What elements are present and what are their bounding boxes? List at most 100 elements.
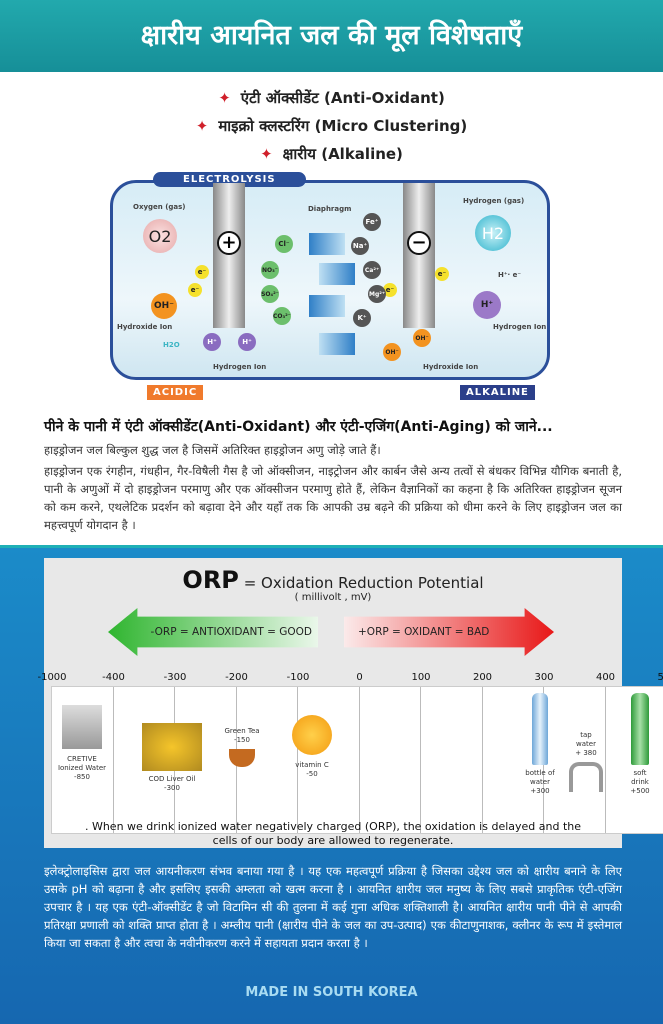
- item-vitamin-c: vitamin C-50: [284, 715, 340, 779]
- hydrogen-ion: H⁺: [473, 291, 501, 319]
- orp-abbr: ORP: [182, 566, 239, 594]
- feature-micro-clustering: ✦ माइक्रो क्लस्टरिंग (Micro Clustering): [0, 116, 663, 136]
- electron: e⁻: [435, 267, 449, 281]
- star-icon: ✦: [260, 145, 273, 163]
- h-e-label: H⁺· e⁻: [498, 271, 522, 279]
- orp-tick-label: 200: [472, 672, 493, 683]
- made-in-label: MADE IN SOUTH KOREA: [245, 985, 418, 1000]
- orp-tick-label: -100: [286, 672, 310, 683]
- orp-tick-label: 300: [534, 672, 554, 683]
- item-name: vitamin C: [295, 761, 329, 769]
- bad-arrow: +ORP = OXIDANT = BAD: [344, 608, 554, 656]
- electron: e⁻: [188, 283, 202, 297]
- cation: K⁺: [353, 309, 371, 327]
- cation: Na⁺: [351, 237, 369, 255]
- item-green-tea: Green Tea-150: [212, 727, 272, 771]
- item-sub: Ionized Water: [57, 764, 107, 772]
- ionizer-image: [62, 705, 102, 749]
- oil-image: [142, 723, 202, 771]
- item-sub: water: [530, 778, 550, 786]
- orp-unit: ( millivolt , mV): [294, 592, 372, 603]
- orp-tick-label: -1000: [37, 672, 67, 683]
- anion: Cl⁻: [275, 235, 293, 253]
- alkaline-label: ALKALINE: [460, 385, 535, 400]
- hydroxide-ion-label: Hydroxide Ion: [423, 363, 479, 371]
- item-value: -150: [234, 736, 250, 744]
- right-arrow-icon: [319, 263, 355, 285]
- item-name: Green Tea: [224, 727, 260, 735]
- item-value: -50: [306, 770, 318, 778]
- hydrogen-paragraph: हाइड्रोजन एक रंगहीन, गंधहीन, गैर-विषैली …: [44, 464, 622, 532]
- h2-molecule: H2: [475, 215, 511, 251]
- item-cod-liver-oil: COD Liver Oil-300: [132, 723, 212, 793]
- feature-label: माइक्रो क्लस्टरिंग (Micro Clustering): [218, 117, 468, 135]
- hydrogen-gas-label: Hydrogen (gas): [463, 197, 525, 205]
- anode: [213, 183, 245, 328]
- bad-label: +ORP = OXIDANT = BAD: [358, 626, 490, 638]
- hydroxide-ion-label: Hydroxide Ion: [117, 323, 173, 331]
- item-value: + 380: [575, 749, 597, 757]
- item-value: -850: [74, 773, 90, 781]
- hydrogen-ion: H⁺: [203, 333, 221, 351]
- orp-tick-label: -300: [163, 672, 187, 683]
- minus-icon: −: [407, 231, 431, 255]
- star-icon: ✦: [195, 117, 209, 135]
- orp-tick-label: 0: [356, 672, 363, 683]
- orp-panel: ORP = Oxidation Reduction Potential ( mi…: [37, 558, 663, 848]
- item-name: soft: [633, 769, 647, 777]
- item-value: -300: [164, 784, 180, 792]
- bottom-paragraph: इलेक्ट्रोलाइसिस द्वारा जल आयनीकरण संभव ब…: [44, 864, 622, 950]
- item-name: CRETIVE: [67, 755, 97, 763]
- orp-title: ORP = Oxidation Reduction Potential: [44, 566, 622, 594]
- orange-image: [292, 715, 332, 755]
- hydrogen-ion: H⁺: [238, 333, 256, 351]
- soft-drink-image: [631, 693, 649, 765]
- diagram-title: ELECTROLYSIS: [153, 172, 306, 187]
- item-value: +500: [630, 787, 650, 795]
- anion: CO₃²⁻: [273, 307, 291, 325]
- left-arrow-icon: [309, 233, 345, 255]
- hydroxide-ion: OH⁻: [413, 329, 431, 347]
- h2o-label: H2O: [163, 341, 180, 349]
- section-title: पीने के पानी में एंटी ऑक्सीडेंट(Anti-Oxi…: [44, 419, 553, 435]
- item-value: +300: [530, 787, 550, 795]
- item-sub: drink: [631, 778, 649, 786]
- cathode: [403, 183, 435, 328]
- cation: Ca²⁺: [363, 261, 381, 279]
- orp-tick-label: -400: [102, 672, 125, 683]
- orp-tick-label: 400: [595, 672, 616, 683]
- hydrogen-ion-label: Hydrogen Ion: [213, 363, 267, 371]
- acidic-label: ACIDIC: [147, 385, 204, 400]
- cation: Mg²⁺: [368, 285, 386, 303]
- electron: e⁻: [383, 283, 397, 297]
- orp-title-text: = Oxidation Reduction Potential: [243, 574, 484, 592]
- item-name: tap: [580, 731, 592, 739]
- intro-paragraph: हाइड्रोजन जल बिल्कुल शुद्ध जल है जिसमें …: [44, 443, 381, 457]
- feature-label: एंटी ऑक्सीडेंट (Anti-Oxidant): [240, 89, 445, 107]
- item-sub: water: [576, 740, 596, 748]
- hydroxide-ion: OH⁻: [383, 343, 401, 361]
- right-arrow-icon: [319, 333, 355, 355]
- hydrogen-ion-label: Hydrogen Ion: [493, 323, 547, 331]
- tap-image: [569, 762, 603, 792]
- feature-anti-oxidant: ✦ एंटी ऑक्सीडेंट (Anti-Oxidant): [0, 88, 663, 108]
- plus-icon: +: [217, 231, 241, 255]
- page-title: क्षारीय आयनित जल की मूल विशेषताएँ: [0, 0, 663, 72]
- item-name: COD Liver Oil: [148, 775, 196, 783]
- electron: e⁻: [195, 265, 209, 279]
- orp-tick-label: -200: [225, 672, 248, 683]
- item-name: bottle of: [525, 769, 555, 777]
- orp-footnote: . When we drink ionized water negatively…: [84, 820, 582, 847]
- star-icon: ✦: [218, 89, 231, 107]
- anion: NO₃⁻: [261, 261, 279, 279]
- hydroxide-ion: OH⁻: [151, 293, 177, 319]
- cation: Fe⁺: [363, 213, 381, 231]
- diaphragm-label: Diaphragm: [308, 205, 352, 213]
- feature-label: क्षारीय (Alkaline): [282, 145, 403, 163]
- oxygen-gas-label: Oxygen (gas): [133, 203, 186, 211]
- electrolysis-diagram: ELECTROLYSIS Oxygen (gas) Hydrogen (gas)…: [110, 172, 550, 400]
